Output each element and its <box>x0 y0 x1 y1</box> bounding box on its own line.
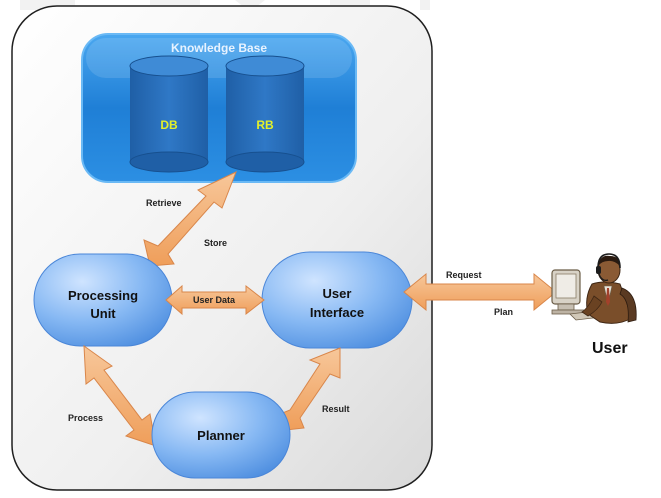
rb-cylinder: RB <box>225 55 305 173</box>
processing-unit-node: Processing Unit <box>33 253 173 347</box>
knowledge-base-title: Knowledge Base <box>171 41 267 55</box>
processing-unit-label-line2: Unit <box>90 306 116 321</box>
user-interface-label-line1: User <box>323 286 352 301</box>
rb-label: RB <box>256 118 274 132</box>
user-at-computer-icon <box>551 253 637 324</box>
process-label: Process <box>68 413 103 423</box>
processing-unit-label-line1: Processing <box>68 288 138 303</box>
store-label: Store <box>204 238 227 248</box>
request-label: Request <box>446 270 482 280</box>
user-interface-node: User Interface <box>261 251 413 349</box>
db-cylinder: DB <box>129 55 209 173</box>
result-label: Result <box>322 404 350 414</box>
user-label: User <box>592 340 628 357</box>
user-data-arrow <box>165 284 265 316</box>
planner-node: Planner <box>151 391 291 479</box>
planner-label: Planner <box>197 428 245 443</box>
result-arrow <box>279 347 341 431</box>
user-data-label: User Data <box>193 295 236 305</box>
user-interface-label-line2: Interface <box>310 305 364 320</box>
retrieve-store-arrow <box>143 171 237 267</box>
knowledge-base-group: Knowledge Base DB RB <box>81 33 357 183</box>
db-label: DB <box>160 118 178 132</box>
retrieve-label: Retrieve <box>146 198 182 208</box>
plan-label: Plan <box>494 307 513 317</box>
